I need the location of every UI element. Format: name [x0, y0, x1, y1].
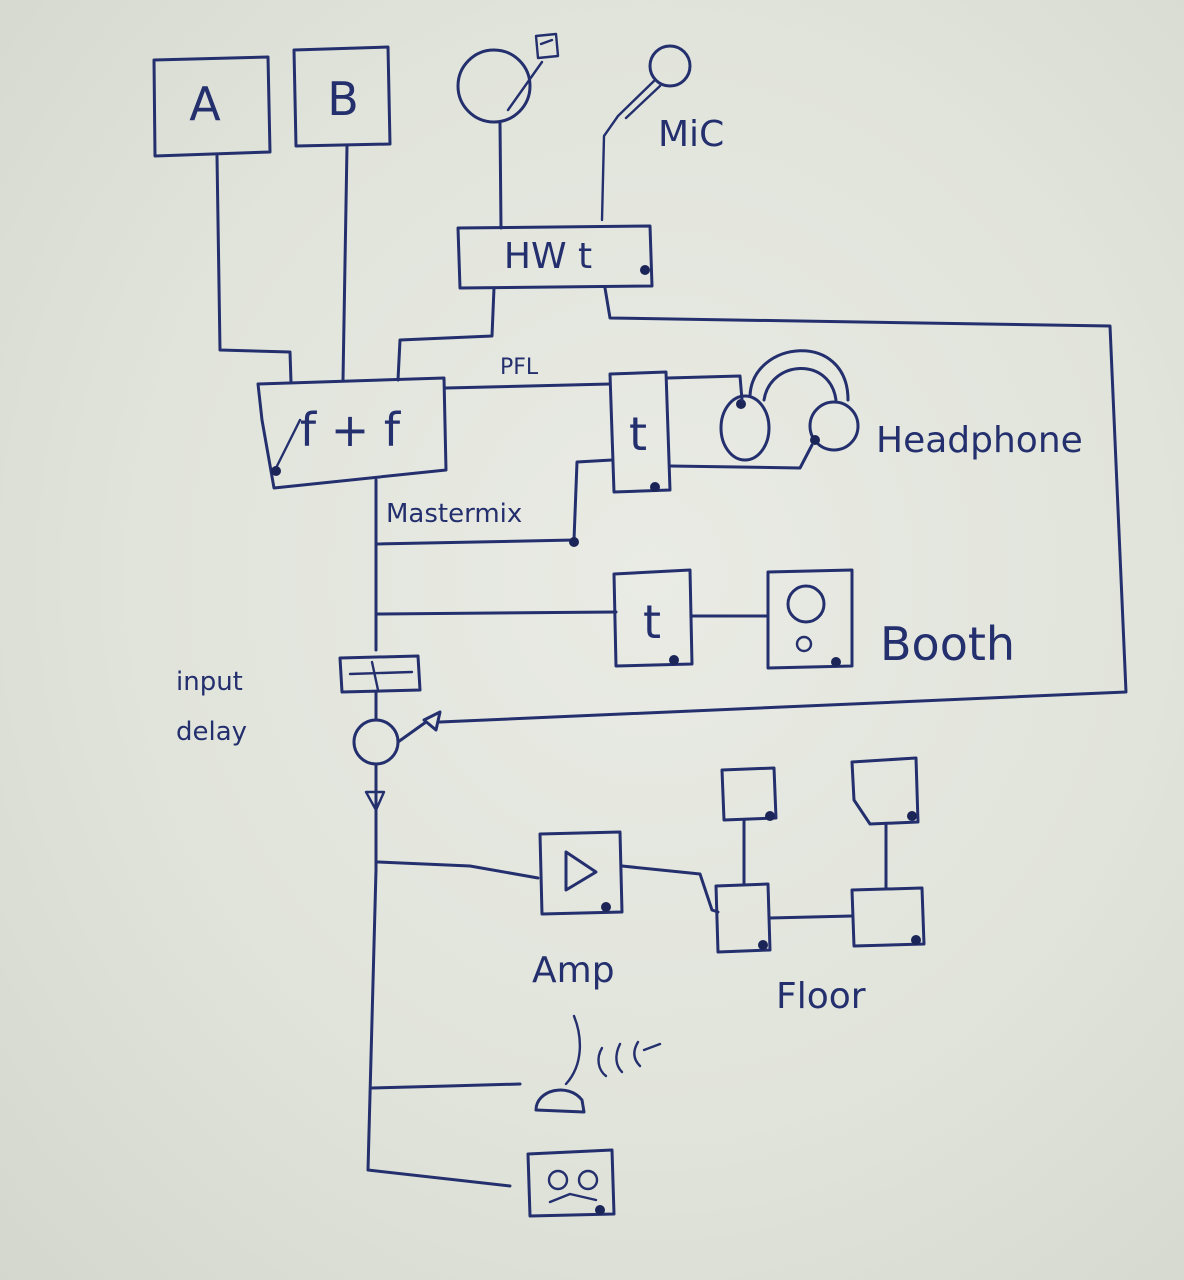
floor-speaker-bottom-left-dot — [758, 940, 768, 950]
source-b-box — [292, 45, 392, 148]
input-delay-label-1: input — [176, 667, 243, 697]
return-arrow-icon — [422, 710, 442, 732]
headphone-label: Headphone — [876, 420, 1083, 461]
floor-speaker-top-right-dot — [907, 811, 917, 821]
turntable-icon — [456, 32, 560, 124]
trunk-to-amp-wire — [376, 860, 540, 880]
mixer-label: f + f — [300, 403, 402, 457]
a-to-mixer-wire — [215, 154, 293, 384]
output-trunk-wire — [366, 762, 512, 1188]
microphone-icon — [600, 44, 692, 222]
booth-switch-label: t — [643, 595, 661, 649]
mic-label: MiC — [658, 114, 724, 155]
amp-triangle-icon — [564, 850, 598, 892]
pfl-label: PFL — [500, 355, 539, 380]
input-delay-box — [338, 654, 422, 694]
mixer-dot — [271, 466, 281, 476]
trunk-arrow-icon — [364, 790, 386, 812]
floor-link-horizontal — [768, 914, 854, 920]
floor-speaker-bottom-left — [714, 882, 772, 954]
mixer-slash — [273, 418, 302, 472]
amp-to-floor-wire — [620, 864, 720, 914]
mixer-box — [256, 376, 448, 490]
mastermix-dot — [569, 537, 579, 547]
input-delay-mark — [348, 660, 414, 692]
pfl-wire — [444, 382, 612, 390]
hw-box — [456, 224, 654, 290]
amp-dot — [601, 902, 611, 912]
floor-speaker-bottom-right-dot — [911, 935, 921, 945]
floor-speaker-top-right — [850, 756, 920, 826]
headphone-switch-dot — [650, 482, 660, 492]
headphone-icon — [719, 349, 860, 462]
summing-junction-icon — [352, 718, 400, 766]
master-to-booth-wire — [374, 610, 618, 616]
recorder-icon — [526, 1148, 616, 1218]
amp-box — [538, 830, 624, 916]
source-b-label: B — [327, 72, 359, 126]
source-a-label: A — [189, 77, 221, 131]
booth-label: Booth — [880, 617, 1015, 671]
b-to-mixer-wire — [341, 144, 349, 382]
junction-input-wire — [396, 720, 428, 744]
floor-speaker-bottom-right — [850, 886, 926, 948]
turntable-to-hw-wire — [498, 120, 503, 230]
switch-to-headphone-wire-2 — [668, 443, 814, 470]
switch-to-headphone-wire-1 — [666, 374, 744, 402]
mastermix-wire — [374, 458, 614, 546]
headphone-switch-box — [608, 370, 672, 494]
floor-label: Floor — [776, 976, 866, 1017]
source-a-box — [152, 55, 272, 158]
headphone-switch-label: t — [629, 407, 647, 461]
floor-speaker-top-left — [720, 766, 778, 822]
hw-to-mixer-wire — [396, 286, 496, 382]
hw-box-dot — [640, 265, 650, 275]
amp-label: Amp — [532, 950, 615, 991]
hw-return-loop-wire — [438, 286, 1128, 724]
mastermix-label: Mastermix — [386, 499, 522, 529]
hw-box-label: HW t — [504, 236, 592, 277]
transmitter-icon — [534, 1014, 662, 1114]
trunk-to-transmitter-wire — [370, 1082, 522, 1090]
booth-switch-box — [612, 568, 694, 668]
input-delay-label-2: delay — [176, 717, 247, 747]
floor-speaker-top-left-dot — [765, 811, 775, 821]
booth-switch-dot — [669, 655, 679, 665]
booth-speaker-icon — [766, 568, 854, 670]
